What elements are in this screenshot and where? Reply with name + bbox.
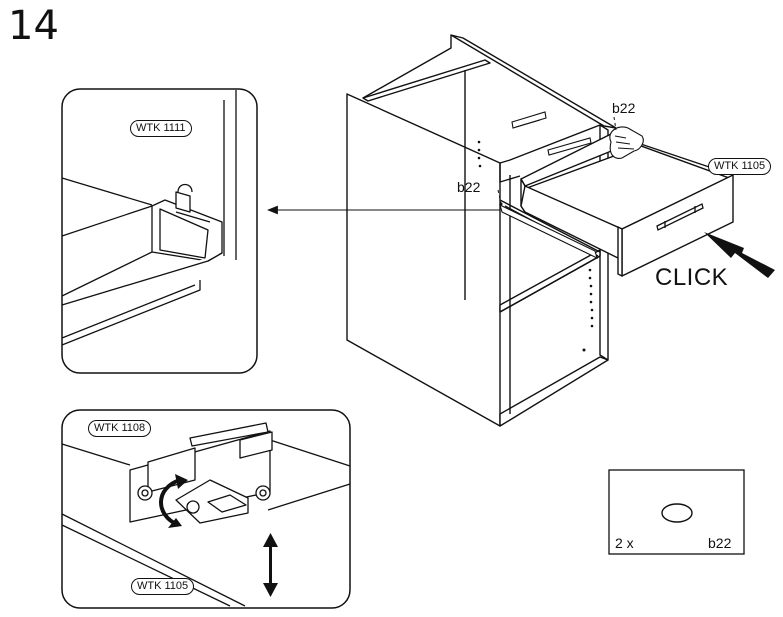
part-tag-wtk-1108: WTK 1108: [88, 420, 152, 437]
cabinet-left-panel: [346, 93, 501, 427]
click-label: CLICK: [655, 264, 729, 291]
adjust-arrow: [263, 533, 278, 597]
part-tag-wtk-1111: WTK 1111: [130, 120, 192, 137]
hardware-box: [608, 469, 745, 555]
step-number: 14: [8, 3, 59, 49]
part-tag-wtk-1105: WTK 1105: [708, 158, 772, 175]
hardware-part: b22: [708, 535, 732, 551]
detail-box-top: [61, 88, 258, 374]
fitting-label-left: b22: [457, 179, 481, 195]
fitting-guides: [497, 116, 617, 204]
drawer-runners: [499, 111, 598, 260]
push-arrow: [704, 232, 775, 278]
detail-box-bottom: [61, 409, 351, 609]
part-tag-wtk-1105-detail: WTK 1105: [131, 578, 195, 595]
hardware-quantity: 2 x: [615, 535, 634, 551]
fitting-b22-icon: [661, 503, 693, 523]
cabinet: [346, 34, 617, 427]
cabinet-holes: [477, 140, 594, 352]
fitting-label-right: b22: [612, 100, 636, 116]
drawer-handle: [656, 203, 704, 231]
hand-icon: [609, 126, 644, 159]
